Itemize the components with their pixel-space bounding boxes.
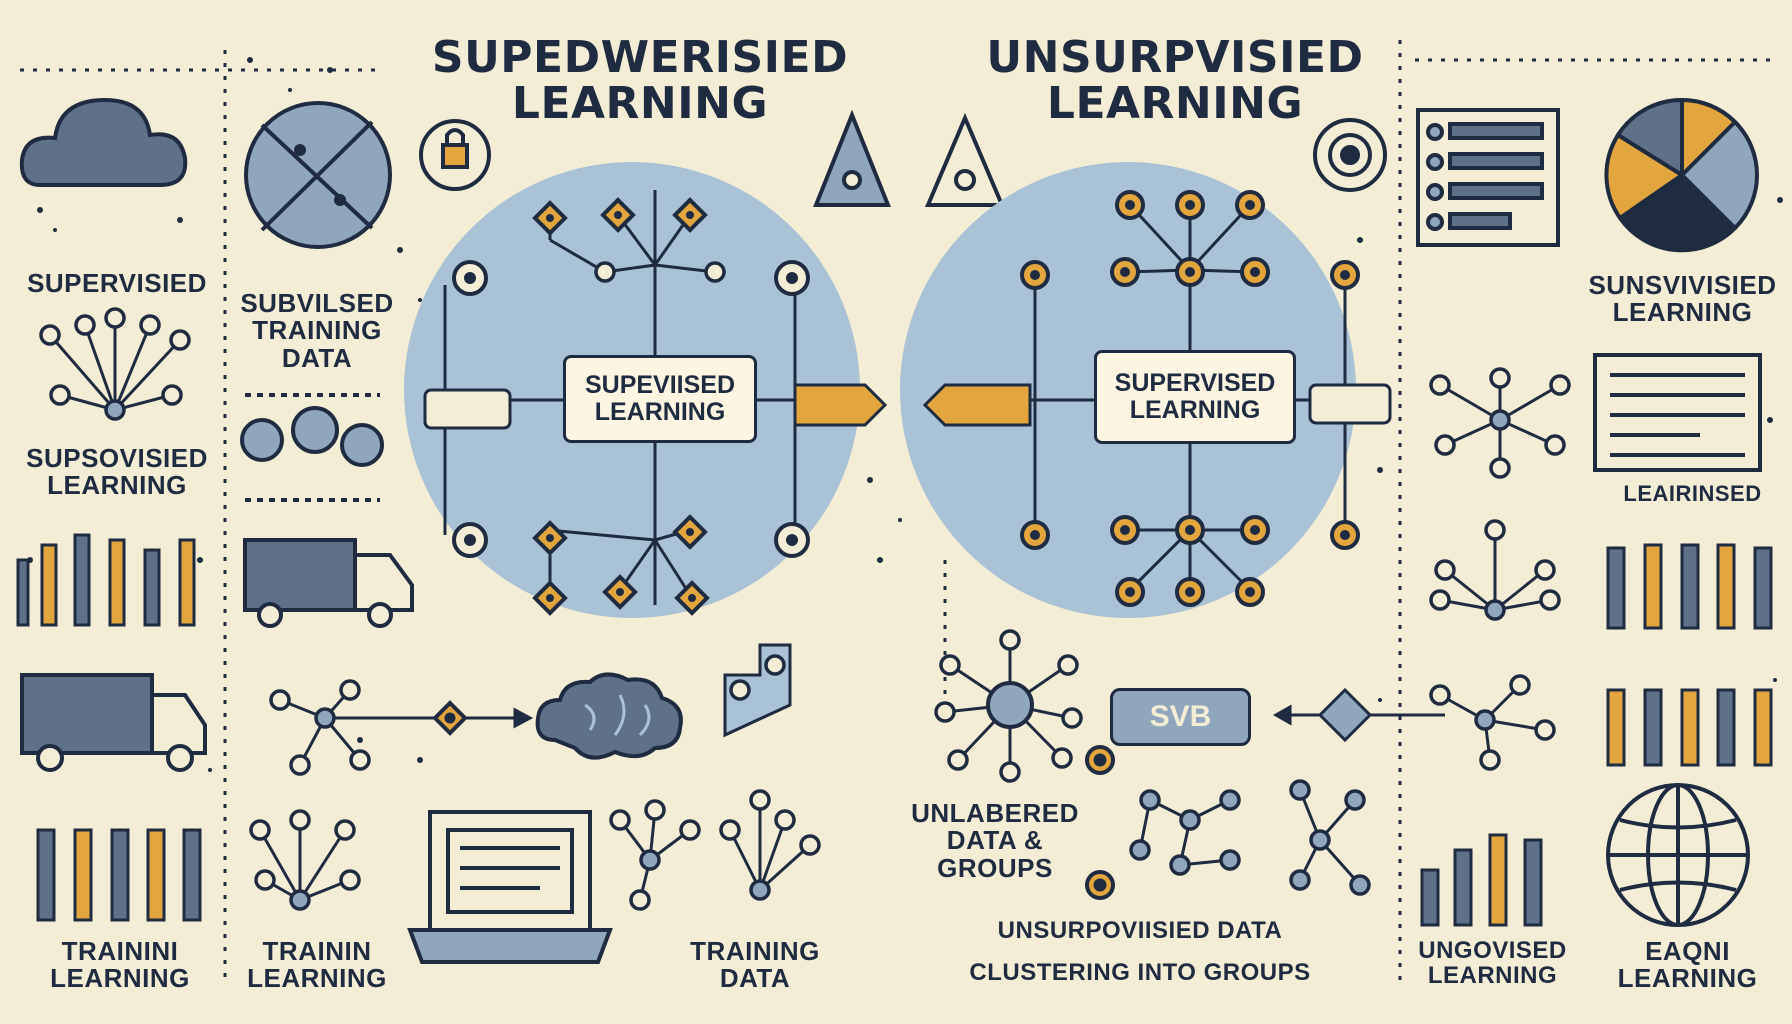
tree-network-icon <box>1429 519 1561 621</box>
crossed-circle-icon <box>244 101 392 249</box>
right-label-mid: LEAIRINSED <box>1623 481 1762 506</box>
flow-arrow-icon <box>420 701 534 735</box>
supervised-title: SUPEDWERISIED LEARNING <box>431 32 849 130</box>
brain-icon <box>535 672 683 760</box>
unsupervised-title: UNSURPVISIED LEARNING <box>986 32 1364 130</box>
tree-network-icon <box>609 789 821 911</box>
lock-circle-icon <box>419 119 491 191</box>
bar-chart-icon <box>1420 833 1543 927</box>
right-label-top: SUNSVIVISIED LEARNING <box>1588 270 1777 328</box>
gear-cluster-icon <box>240 393 384 502</box>
network-graph-icon <box>269 679 420 776</box>
hub-network-icon <box>934 629 1083 783</box>
bar-chart-icon <box>16 533 196 627</box>
tree-network-icon <box>39 307 191 421</box>
col2-label-bottom: TRAININ LEARNING <box>247 936 387 994</box>
pie-chart-icon <box>1604 97 1759 253</box>
right-label-bottom-right: EAQNI LEARNING <box>1617 936 1758 994</box>
unsupervised-learning-box: SUPERVISED LEARNING <box>1094 350 1296 444</box>
right-label-bottom-left: UNGOVISED LEARNING <box>1418 937 1567 990</box>
target-circle-icon <box>1313 118 1387 192</box>
list-checklist-icon <box>1416 108 1560 247</box>
left-label-bottom: TRAININI LEARNING <box>50 936 190 994</box>
bar-chart-icon <box>1606 688 1773 767</box>
column-dividers <box>20 40 1770 980</box>
tree-network-icon <box>1429 367 1571 479</box>
unlabeled-data-label: UNLABERED DATA & GROUPS <box>911 798 1079 883</box>
network-graph-icon <box>723 643 792 738</box>
network-graph-icon <box>1429 674 1556 771</box>
left-label-top: SUPERVISIED <box>27 268 207 298</box>
truck-icon <box>243 538 414 628</box>
laptop-icon <box>407 810 613 964</box>
globe-icon <box>1606 783 1750 927</box>
document-lines-icon <box>1593 353 1762 472</box>
cloud-icon <box>19 97 188 187</box>
svb-tag: SVB <box>1110 688 1251 746</box>
flow-arrow-icon <box>1272 687 1445 743</box>
bar-chart-icon <box>36 828 202 922</box>
supervised-learning-box: SUPEVIISED LEARNING <box>563 355 757 443</box>
warning-triangle-icon <box>924 112 1006 207</box>
training-data-label: TRAINING DATA <box>690 936 820 994</box>
tree-network-icon <box>249 809 361 911</box>
cluster-graph-icon <box>1085 745 1371 900</box>
bar-chart-icon <box>1606 543 1773 630</box>
col2-label-top: SUBVILSED TRAINING DATA <box>240 288 394 373</box>
warning-triangle-icon <box>813 109 891 207</box>
truck-icon <box>20 673 207 772</box>
unsupervised-caption-line1: UNSURPOVIISIED DATA <box>997 917 1283 944</box>
unsupervised-caption-line2: CLUSTERING INTO GROUPS <box>969 959 1311 986</box>
left-label-mid: SUPSOVISIED LEARNING <box>26 443 208 501</box>
